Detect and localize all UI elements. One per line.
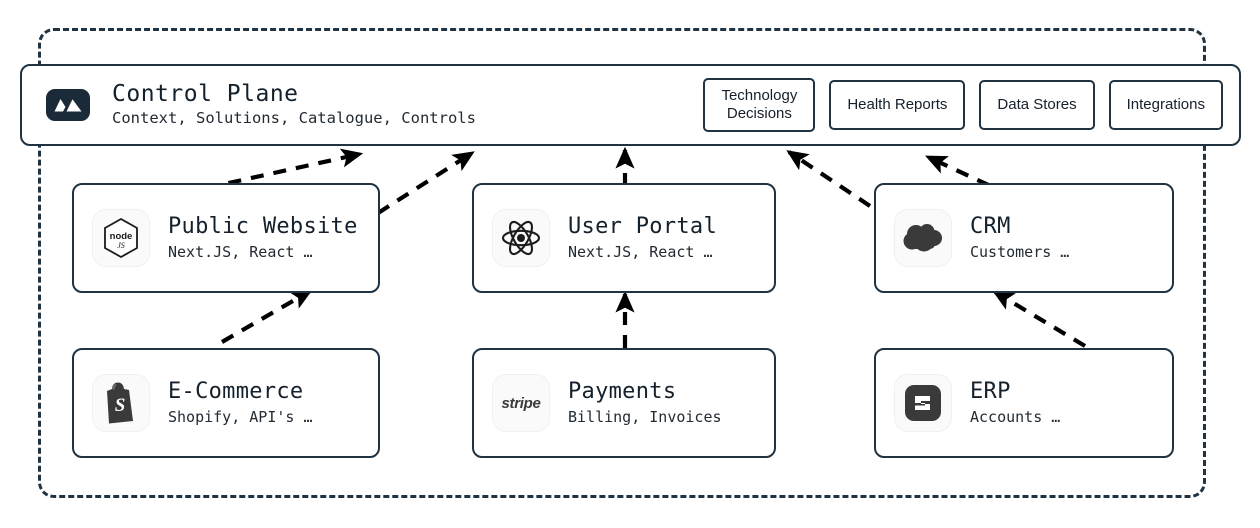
card-text: E-Commerce Shopify, API's … xyxy=(168,379,313,428)
shopify-icon: S xyxy=(92,374,150,432)
svg-text:JS: JS xyxy=(117,241,125,250)
card-title: Payments xyxy=(568,378,677,404)
card-text: CRM Customers … xyxy=(970,214,1069,263)
mountain-logo-icon xyxy=(46,89,90,121)
card-subtitle: Shopify, API's … xyxy=(168,408,313,427)
card-title: Public Website xyxy=(168,213,358,239)
chip-technology-decisions[interactable]: Technology Decisions xyxy=(703,78,816,132)
card-text: ERP Accounts … xyxy=(970,379,1060,428)
card-erp[interactable]: ERP Accounts … xyxy=(874,348,1174,458)
card-subtitle: Billing, Invoices xyxy=(568,408,722,427)
card-crm[interactable]: CRM Customers … xyxy=(874,183,1174,293)
control-plane-title: Control Plane xyxy=(112,80,299,107)
stripe-icon: stripe xyxy=(492,374,550,432)
salesforce-cloud-icon xyxy=(894,209,952,267)
svg-text:S: S xyxy=(115,395,126,416)
control-plane-subtitle: Context, Solutions, Catalogue, Controls xyxy=(112,109,476,128)
card-ecommerce[interactable]: S E-Commerce Shopify, API's … xyxy=(72,348,380,458)
chip-integrations[interactable]: Integrations xyxy=(1108,80,1223,130)
card-subtitle: Customers … xyxy=(970,243,1070,262)
card-subtitle: Next.JS, React … xyxy=(568,243,713,262)
react-icon xyxy=(492,209,550,267)
system-boundary xyxy=(38,28,1206,498)
card-title: User Portal xyxy=(568,213,717,239)
card-subtitle: Next.JS, React … xyxy=(168,243,313,262)
card-payments[interactable]: stripe Payments Billing, Invoices xyxy=(472,348,776,458)
control-plane-text: Control Plane Context, Solutions, Catalo… xyxy=(112,81,476,129)
card-title: CRM xyxy=(970,213,1011,239)
card-user-portal[interactable]: User Portal Next.JS, React … xyxy=(472,183,776,293)
card-title: E-Commerce xyxy=(168,378,304,404)
card-text: User Portal Next.JS, React … xyxy=(568,214,717,263)
svg-text:node: node xyxy=(110,231,133,242)
card-subtitle: Accounts … xyxy=(970,408,1061,427)
erp-icon xyxy=(894,374,952,432)
card-title: ERP xyxy=(970,378,1011,404)
card-text: Payments Billing, Invoices xyxy=(568,379,722,428)
chip-health-reports[interactable]: Health Reports xyxy=(829,80,966,130)
stripe-wordmark: stripe xyxy=(501,394,541,412)
card-public-website[interactable]: node JS Public Website Next.JS, React … xyxy=(72,183,380,293)
card-text: Public Website Next.JS, React … xyxy=(168,214,358,263)
chip-data-stores[interactable]: Data Stores xyxy=(979,80,1095,130)
control-plane-chip-group: Technology Decisions Health Reports Data… xyxy=(703,78,1223,132)
control-plane-panel[interactable]: Control Plane Context, Solutions, Catalo… xyxy=(20,64,1241,146)
nodejs-icon: node JS xyxy=(92,209,150,267)
